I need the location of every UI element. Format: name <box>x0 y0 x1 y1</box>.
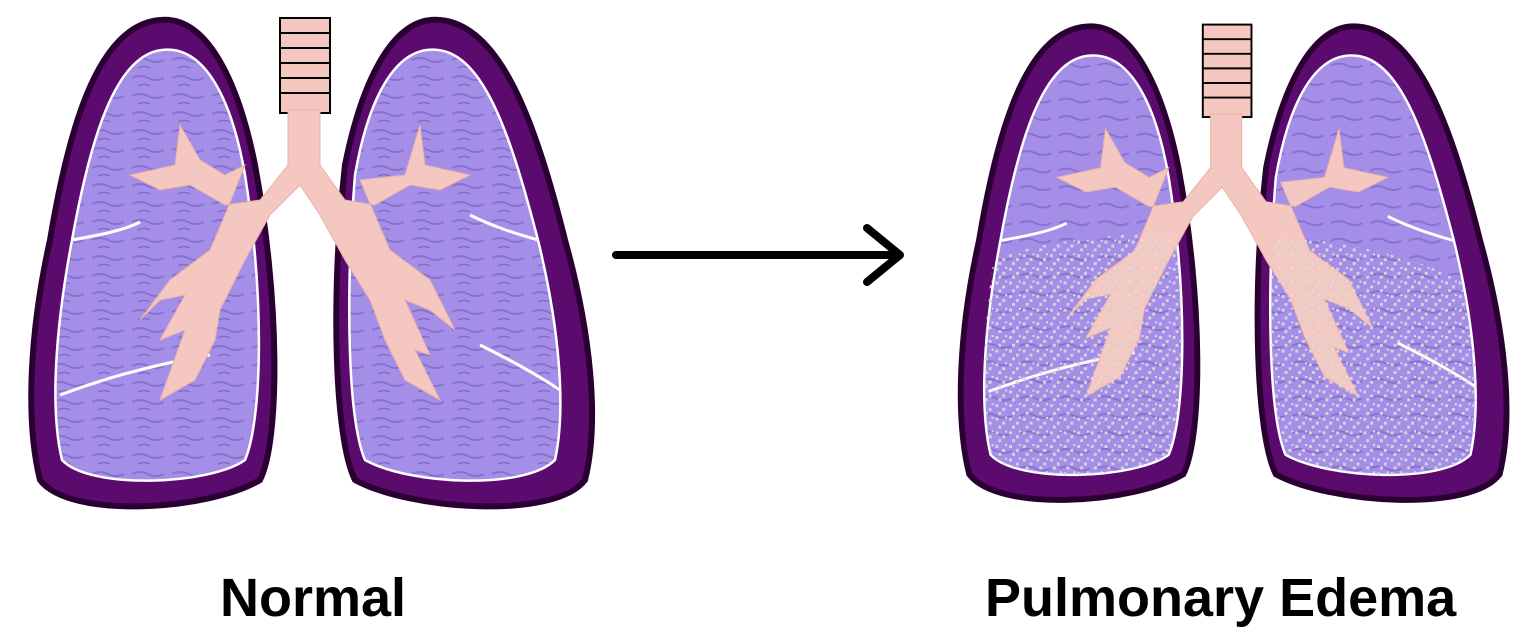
lungs-edema-icon <box>940 0 1524 530</box>
edema-lungs-panel <box>940 0 1524 636</box>
pulmonary-edema-caption: Pulmonary Edema <box>985 568 1456 628</box>
normal-lungs-panel <box>0 0 620 636</box>
normal-caption: Normal <box>220 568 406 628</box>
right-arrow-icon <box>612 220 912 290</box>
lungs-icon <box>10 0 610 530</box>
fluid-left <box>985 231 1182 475</box>
